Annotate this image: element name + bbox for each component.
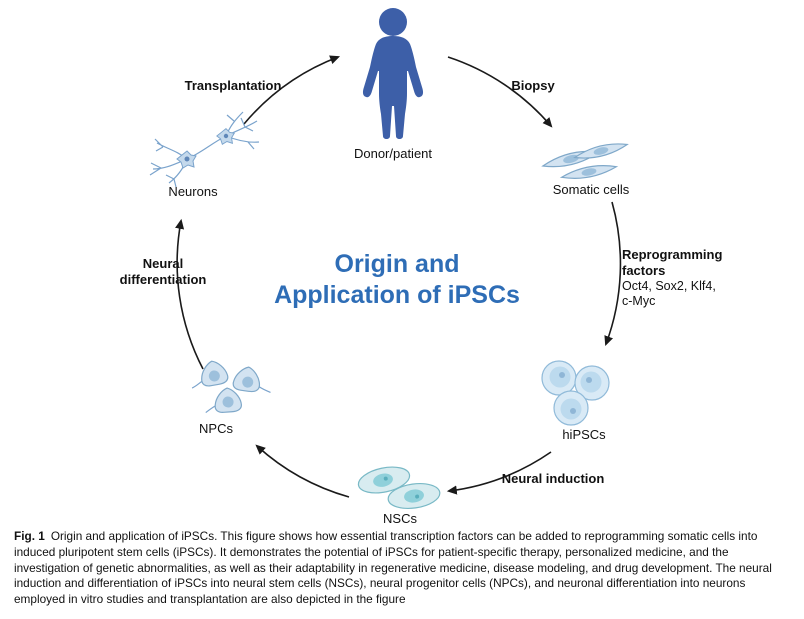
transplantation-arrow (243, 55, 341, 125)
neuron-cell (216, 128, 236, 145)
neurons-label: Neurons (168, 184, 218, 199)
neural-differentiation-line2: differentiation (119, 272, 207, 287)
person-body (362, 36, 424, 139)
donor-label: Donor/patient (353, 146, 433, 161)
neural-induction-label: Neural induction (501, 471, 605, 486)
reprogramming-line2: factors (622, 263, 666, 278)
neural-differentiation-arrow (175, 218, 204, 370)
hipscs-label: hiPSCs (562, 427, 606, 442)
diagram-title: Origin and Application of iPSCs (274, 249, 520, 311)
somatic-cells-label: Somatic cells (552, 182, 630, 197)
neural-differentiation-label: Neural differentiation (120, 256, 207, 288)
cycle-diagram-svg (149, 8, 629, 510)
npcs-graphic (191, 360, 271, 414)
nsc-cell (357, 466, 411, 494)
reprogramming-detail2: c-Myc (622, 294, 656, 308)
npc-cell (191, 360, 229, 389)
donor-person-figure (362, 8, 424, 139)
npcs-label: NPCs (199, 421, 233, 436)
transplantation-label: Transplantation (184, 78, 282, 93)
nscs-graphic (357, 466, 441, 510)
nsc-cell (387, 482, 441, 510)
biopsy-arrow (447, 56, 553, 128)
reprogramming-factors-label: Reprogramming factors Oct4, Sox2, Klf4, … (622, 247, 722, 309)
neural-induction-arrow (446, 451, 552, 495)
npc-cell (205, 387, 243, 414)
person-head (379, 8, 407, 36)
hipscs-graphic (541, 360, 610, 426)
hipsc-cell (574, 365, 610, 401)
biopsy-label: Biopsy (511, 78, 555, 93)
caption-text: Origin and application of iPSCs. This fi… (14, 529, 772, 607)
neuron-dendrites (149, 111, 260, 188)
diagram-title-line1: Origin and (334, 250, 460, 278)
hipsc-cell (553, 390, 589, 426)
npc-cell (232, 366, 271, 393)
cycle-arrows (175, 55, 622, 498)
nsc-to-npc-arrow (255, 444, 350, 498)
diagram-title-line2: Application of iPSCs (274, 281, 520, 309)
caption-fig-label: Fig. 1 (14, 529, 45, 543)
reprogramming-line1: Reprogramming (622, 247, 723, 262)
nscs-label: NSCs (383, 511, 417, 526)
hipsc-cell (541, 360, 577, 396)
somatic-cell (573, 143, 629, 159)
neurons-graphic (149, 111, 260, 188)
reprogramming-arrow (604, 201, 622, 347)
neural-differentiation-line1: Neural (142, 256, 184, 271)
somatic-cell (559, 165, 619, 179)
reprogramming-detail1: Oct4, Sox2, Klf4, (622, 279, 716, 293)
neuron-cell (176, 150, 197, 169)
somatic-cells-graphic (541, 143, 629, 179)
